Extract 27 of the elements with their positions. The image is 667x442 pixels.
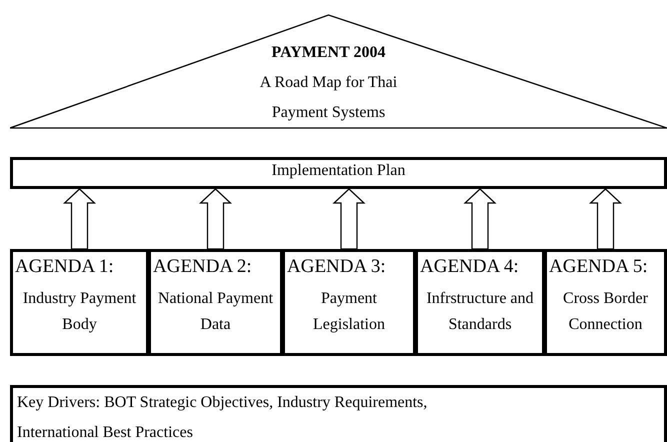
agenda-box bbox=[415, 249, 545, 356]
agenda-description: Cross Border Connection bbox=[562, 289, 649, 335]
agenda-box bbox=[544, 249, 667, 356]
agenda-heading: AGENDA 4: bbox=[420, 255, 519, 279]
agenda-description: Industry Payment Body bbox=[22, 289, 138, 335]
title-text: PAYMENT 2004 bbox=[270, 43, 386, 63]
agenda-heading: AGENDA 5: bbox=[549, 255, 648, 279]
block-arrow bbox=[62, 188, 96, 250]
block-arrow bbox=[463, 188, 497, 250]
agenda-description: Infrstructure and Standards bbox=[425, 289, 535, 335]
notes-text: Key Drivers: BOT Strategic Objectives, Industry Requirements, International Best Practices bbox=[17, 393, 428, 442]
block-arrow bbox=[588, 188, 622, 250]
roof-triangle bbox=[10, 14, 667, 129]
notes-box bbox=[10, 385, 667, 442]
agenda-description: National Payment Data bbox=[156, 289, 274, 335]
agenda-box bbox=[148, 249, 283, 356]
plan-bar bbox=[10, 157, 667, 189]
agenda-heading: AGENDA 3: bbox=[287, 255, 386, 279]
agenda-description: Payment Legislation bbox=[312, 289, 386, 335]
block-arrow bbox=[198, 188, 232, 250]
agenda-box bbox=[282, 249, 416, 356]
block-arrow bbox=[332, 188, 366, 250]
plan-label: Implementation Plan bbox=[270, 161, 406, 181]
subtitle-text: A Road Map for Thai Payment Systems bbox=[258, 73, 398, 123]
agenda-heading: AGENDA 1: bbox=[15, 255, 114, 279]
agenda-box bbox=[10, 249, 149, 356]
agenda-heading: AGENDA 2: bbox=[153, 255, 252, 279]
